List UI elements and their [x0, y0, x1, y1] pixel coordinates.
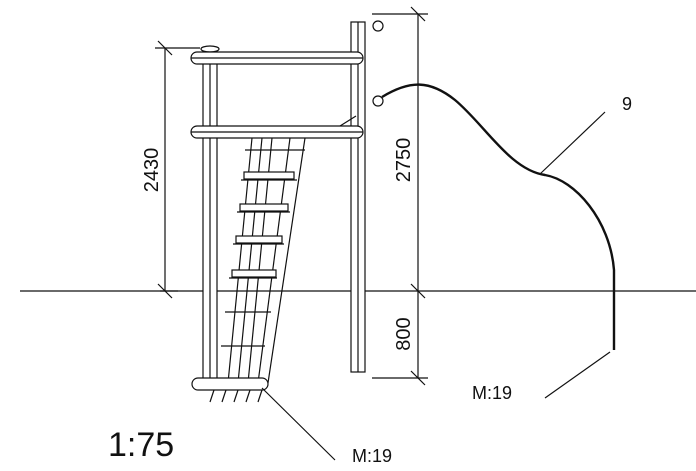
lower-beam — [190, 115, 364, 139]
item-number: 9 — [622, 94, 632, 114]
right-post — [350, 21, 366, 373]
dimension-right-lower-label: 800 — [393, 317, 415, 350]
material-label-top: M:19 — [472, 383, 512, 403]
scale-label: 1:75 — [108, 426, 174, 464]
material-leader-top — [544, 351, 611, 399]
top-hook — [372, 20, 384, 32]
material-label-bottom: M:19 — [352, 446, 392, 466]
top-beam — [190, 51, 364, 65]
rope — [381, 83, 616, 350]
dimension-right — [372, 6, 428, 386]
dimension-right-upper-label: 2750 — [393, 138, 415, 183]
rope-ladder — [221, 137, 306, 384]
material-leader-bottom — [261, 387, 336, 461]
bottom-anchor — [191, 377, 269, 403]
rope-hook — [372, 95, 384, 107]
item-leader — [539, 111, 606, 175]
left-post — [200, 45, 220, 384]
dimension-left — [155, 40, 200, 299]
dimension-left-label: 2430 — [141, 148, 163, 193]
